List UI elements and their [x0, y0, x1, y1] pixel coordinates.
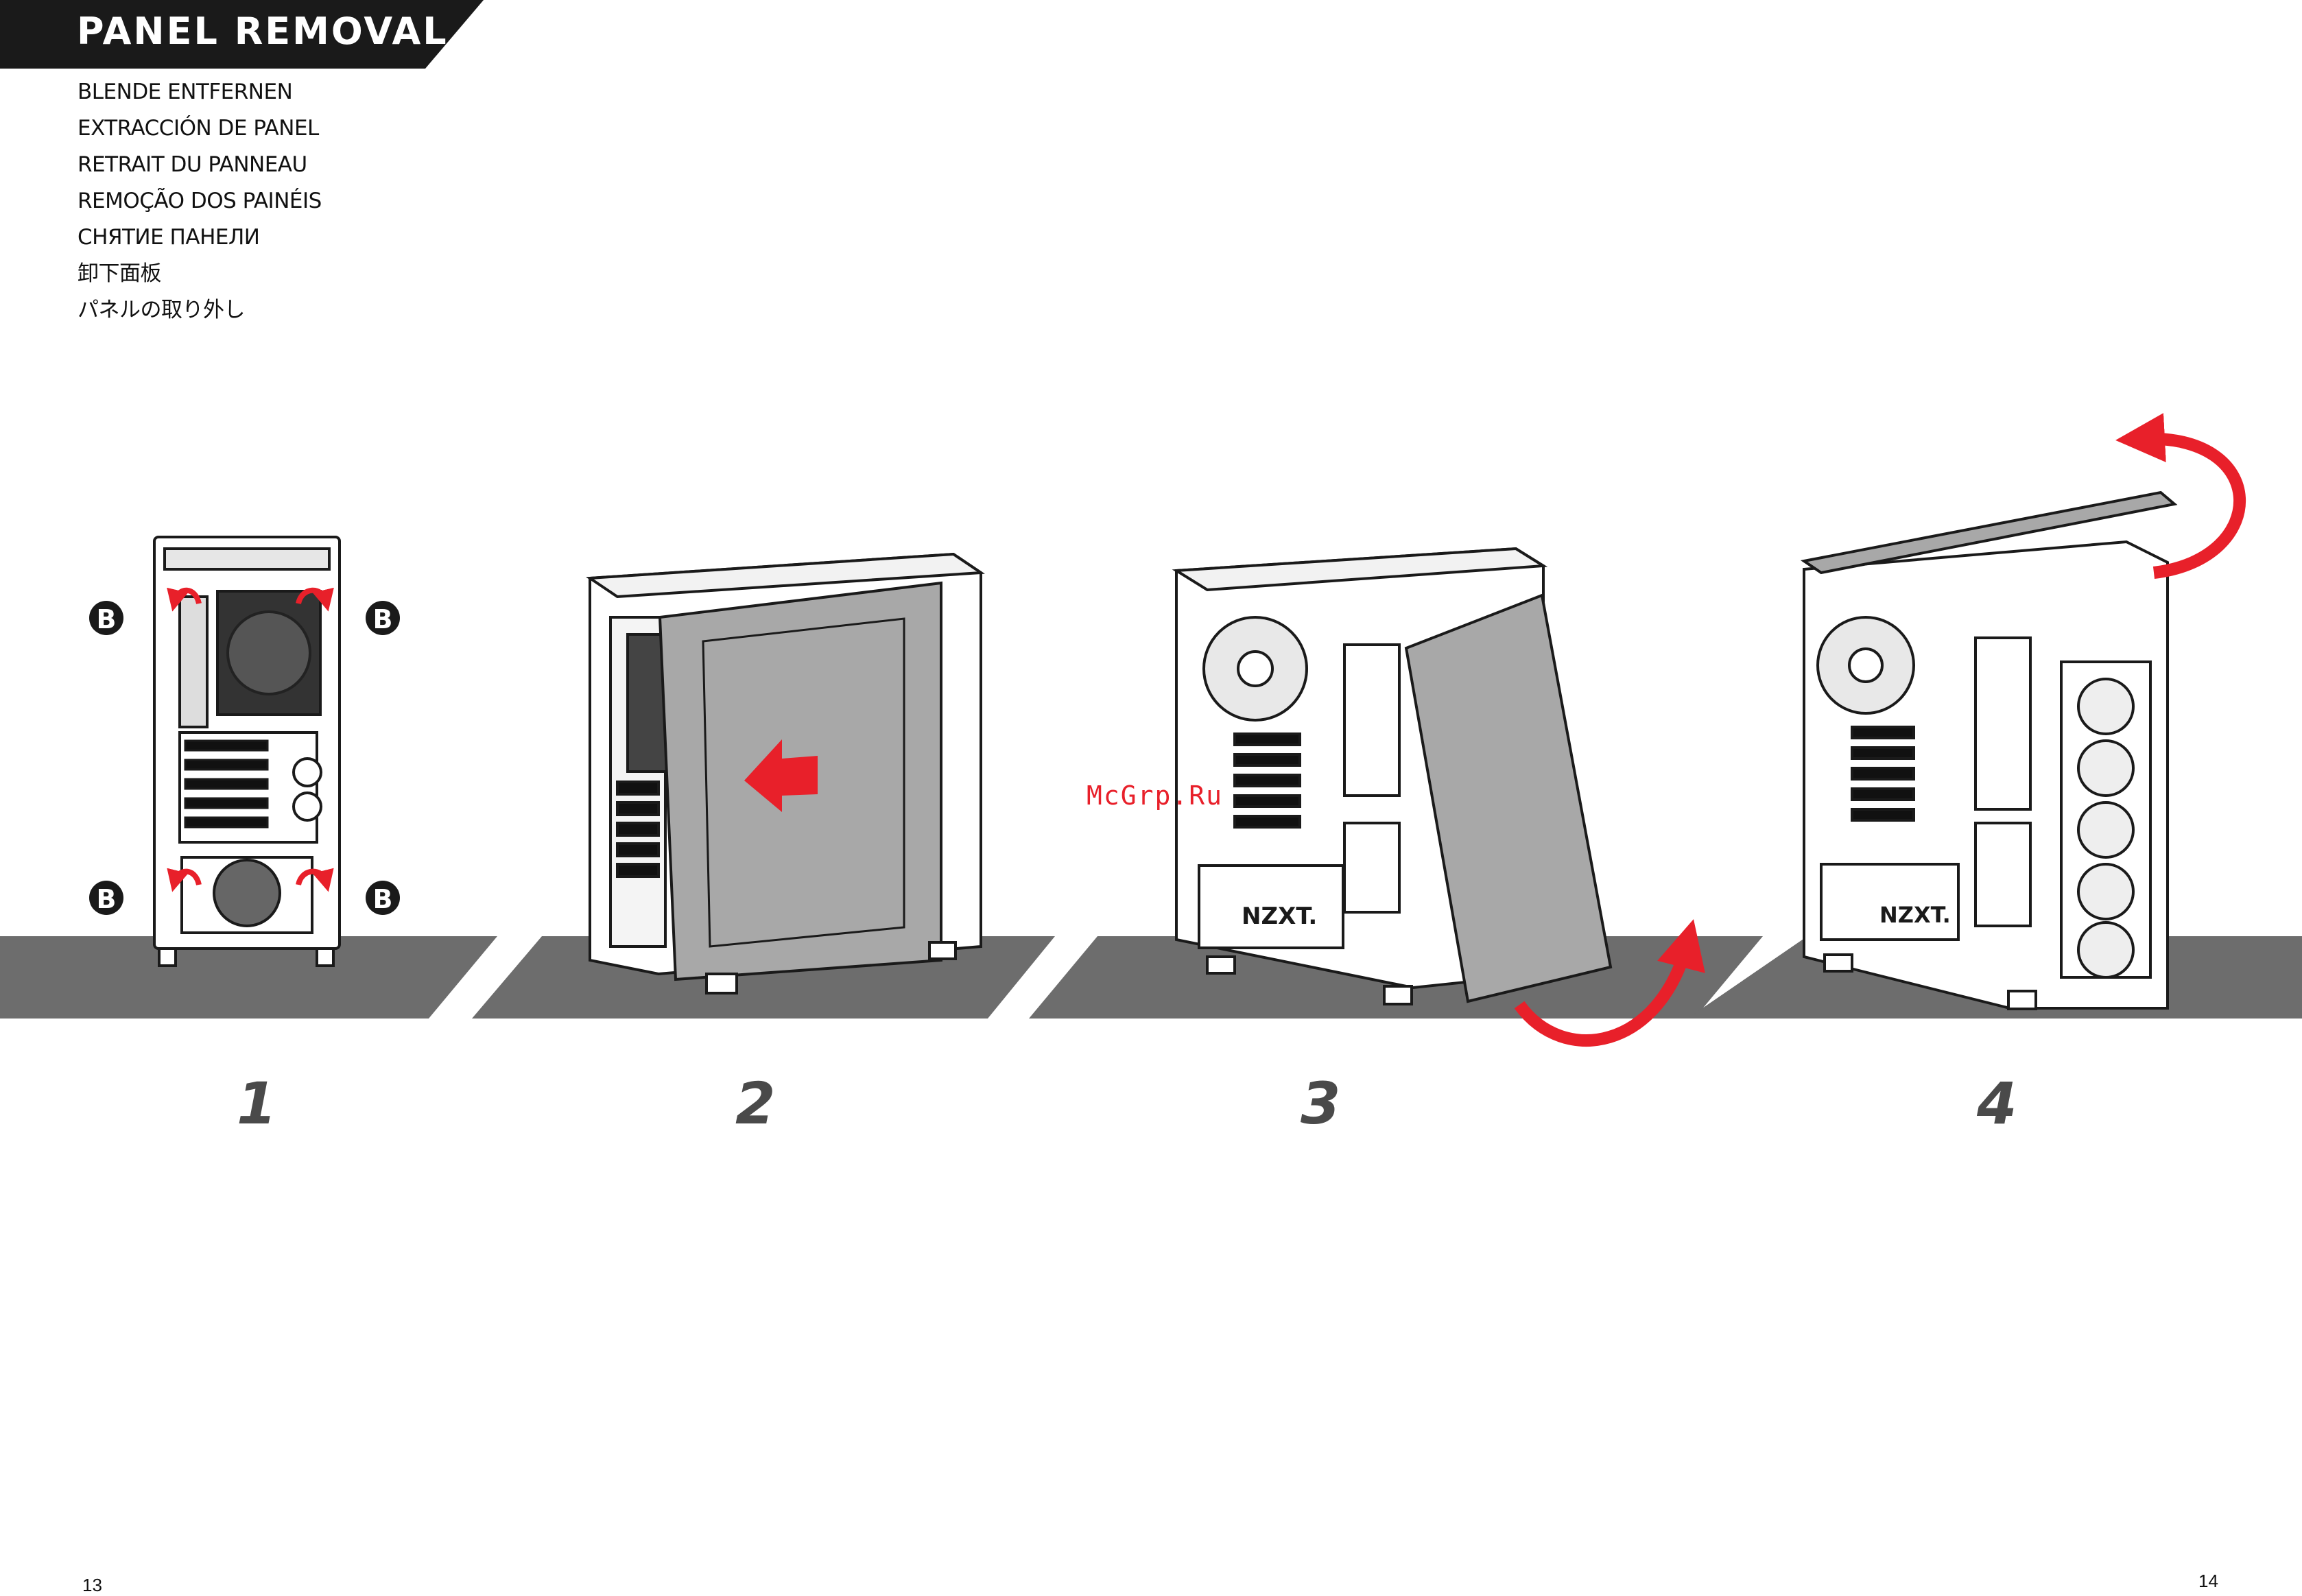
- callout-b-1: B: [97, 604, 117, 634]
- step-number-1: 1: [237, 1070, 276, 1137]
- page-number-left: 13: [82, 1575, 102, 1596]
- nzxt-logo-step-3: NZXT.: [1242, 903, 1317, 930]
- watermark: McGrp.Ru: [1087, 781, 1223, 811]
- case-step-4: NZXT.: [1804, 492, 2174, 1009]
- step-number-3: 3: [1301, 1070, 1340, 1137]
- page-number-right: 14: [2198, 1571, 2218, 1592]
- nzxt-logo-step-4: NZXT.: [1879, 902, 1951, 928]
- case-rear-view: [154, 537, 340, 966]
- callout-b-4: B: [373, 884, 393, 914]
- case-step-3: NZXT.: [1176, 549, 1611, 1004]
- callout-b-3: B: [97, 884, 117, 914]
- step-number-4: 4: [1977, 1070, 2017, 1137]
- callout-b-2: B: [373, 604, 393, 634]
- step-number-2: 2: [735, 1070, 775, 1137]
